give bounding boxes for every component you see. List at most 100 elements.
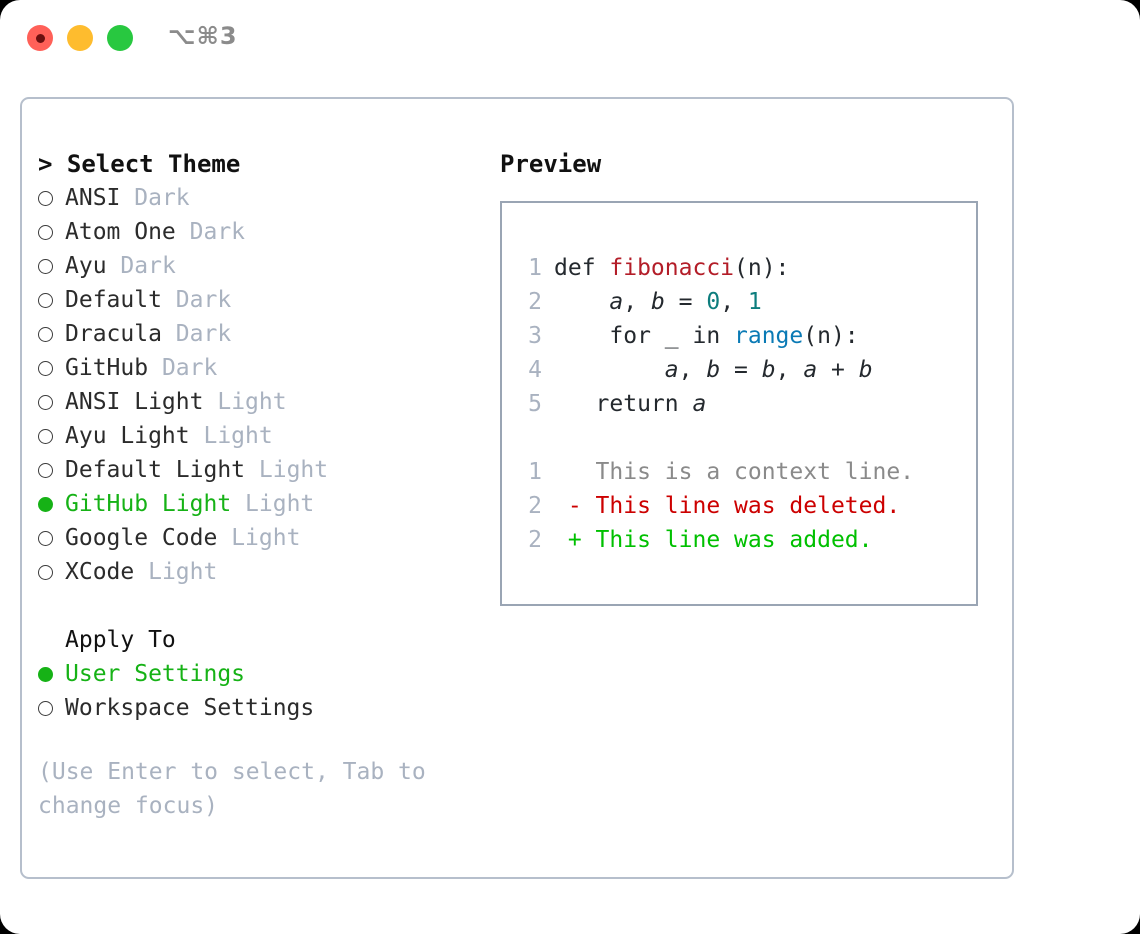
theme-option-default[interactable]: Default Dark	[38, 283, 490, 317]
bullet-glyph	[38, 667, 53, 682]
apply-to-option-label: Workspace Settings	[65, 695, 315, 721]
theme-option-label: GitHub Light	[65, 491, 232, 517]
theme-option-tag: Dark	[175, 287, 232, 313]
code-token-plain: +	[817, 357, 859, 383]
theme-option-tag: Dark	[134, 185, 190, 211]
radio-unselected-icon	[38, 419, 65, 453]
code-token-num: 1	[747, 289, 762, 315]
select-theme-heading: > Select Theme	[38, 147, 490, 181]
code-token-ctx: This is a context line.	[554, 459, 915, 485]
theme-option-ayu[interactable]: Ayu Dark	[38, 249, 490, 283]
prompt-caret-icon: >	[38, 150, 53, 178]
theme-option-atom-one[interactable]: Atom One Dark	[38, 215, 490, 249]
radio-unselected-icon	[38, 385, 65, 419]
radio-selected-icon	[38, 657, 65, 691]
line-number: 1	[528, 255, 542, 281]
radio-unselected-icon	[38, 555, 65, 589]
theme-option-tag: Light	[148, 559, 218, 585]
theme-option-tag: Light	[231, 525, 301, 551]
code-token-plain	[554, 289, 609, 315]
theme-option-tag: Light	[203, 423, 273, 449]
code-token-var: a	[803, 357, 818, 383]
theme-option-label: ANSI Light	[65, 389, 204, 415]
apply-to-option-user-settings[interactable]: User Settings	[38, 657, 490, 691]
code-token-var: a	[692, 391, 707, 417]
bullet-glyph	[38, 259, 53, 274]
theme-option-label: Atom One	[65, 219, 176, 245]
radio-unselected-icon	[38, 351, 65, 385]
code-line: 3 for _ in range(n):	[516, 319, 914, 353]
apply-to-option-workspace-settings[interactable]: Workspace Settings	[38, 691, 490, 725]
theme-option-google-code[interactable]: Google Code Light	[38, 521, 490, 555]
radio-unselected-icon	[38, 283, 65, 317]
select-theme-title: Select Theme	[66, 150, 241, 178]
theme-option-ansi-light[interactable]: ANSI Light Light	[38, 385, 490, 419]
apply-to-heading: Apply To	[65, 627, 176, 653]
bullet-glyph	[38, 225, 53, 240]
theme-option-github-light[interactable]: GitHub Light Light	[38, 487, 490, 521]
code-line: 4 a, b = b, a + b	[516, 353, 914, 387]
radio-unselected-icon	[38, 691, 65, 725]
maximize-window-icon[interactable]	[107, 25, 133, 51]
theme-option-label: Default	[65, 287, 162, 313]
code-token-plain: ,	[623, 289, 651, 315]
code-token-del: - This line was deleted.	[554, 493, 901, 519]
code-token-var: b	[650, 289, 665, 315]
code-line: 2 + This line was added.	[516, 523, 914, 557]
code-token-plain: ,	[720, 289, 748, 315]
bullet-glyph	[38, 701, 53, 716]
code-token-plain: =	[720, 357, 762, 383]
line-number: 2	[528, 493, 542, 519]
minimize-window-icon[interactable]	[67, 25, 93, 51]
theme-option-ayu-light[interactable]: Ayu Light Light	[38, 419, 490, 453]
code-line: 2 a, b = 0, 1	[516, 285, 914, 319]
theme-option-github[interactable]: GitHub Dark	[38, 351, 490, 385]
theme-option-ansi[interactable]: ANSI Dark	[38, 181, 490, 215]
theme-option-tag: Dark	[175, 321, 232, 347]
bullet-glyph	[38, 565, 53, 580]
theme-option-default-light[interactable]: Default Light Light	[38, 453, 490, 487]
bullet-glyph	[38, 395, 53, 410]
code-line: 2 - This line was deleted.	[516, 489, 914, 523]
theme-option-label: Ayu	[65, 253, 107, 279]
theme-option-tag: Light	[258, 457, 329, 483]
code-token-plain: (n):	[734, 255, 790, 281]
code-token-plain: (n):	[803, 323, 859, 349]
bullet-glyph	[38, 293, 53, 308]
code-token-plain: ,	[678, 357, 707, 383]
theme-option-xcode[interactable]: XCode Light	[38, 555, 490, 589]
bullet-glyph	[38, 327, 53, 342]
keyboard-hint-text: (Use Enter to select, Tab to change focu…	[38, 759, 440, 819]
bullet-glyph	[38, 429, 53, 444]
preview-heading: Preview	[500, 150, 602, 178]
bullet-glyph	[38, 531, 53, 546]
theme-option-label: Ayu Light	[65, 423, 190, 449]
theme-option-label: Google Code	[65, 525, 218, 551]
theme-option-tag: Dark	[189, 219, 246, 245]
code-token-num: 0	[706, 289, 721, 315]
bullet-glyph	[38, 463, 53, 478]
close-window-icon[interactable]	[27, 25, 53, 51]
radio-unselected-icon	[38, 453, 65, 487]
code-line: 1 This is a context line.	[516, 455, 914, 489]
bullet-glyph	[38, 497, 53, 512]
code-token-plain: ,	[775, 357, 804, 383]
code-token-call: range	[734, 323, 804, 349]
theme-option-tag: Light	[217, 389, 287, 415]
radio-unselected-icon	[38, 317, 65, 351]
code-token-var: b	[858, 357, 873, 383]
keyboard-shortcut-label: ⌥⌘3	[168, 22, 238, 50]
theme-option-tag: Dark	[120, 253, 176, 279]
theme-option-dracula[interactable]: Dracula Dark	[38, 317, 490, 351]
code-token-plain: for _ in	[554, 323, 735, 349]
